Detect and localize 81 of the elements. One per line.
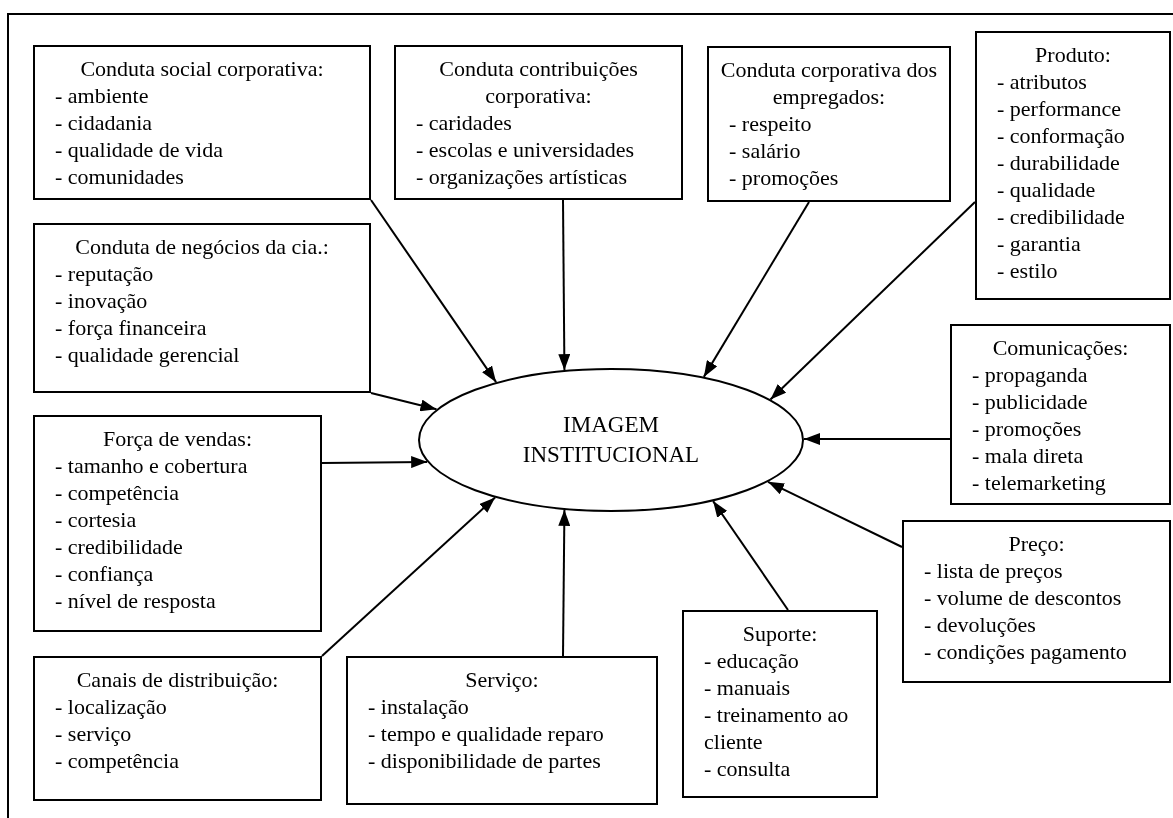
- list-item: - volume de descontos: [924, 584, 1123, 611]
- arrow: [767, 480, 903, 548]
- list-item: - organizações artísticas: [416, 163, 628, 190]
- box-heading: Preço:: [1007, 530, 1066, 557]
- list-item: - disponibilidade de partes: [368, 747, 602, 774]
- list-item: - confiança: [55, 560, 155, 587]
- list-item: - qualidade de vida: [55, 136, 224, 163]
- list-item: - salário: [729, 137, 802, 164]
- list-item: - promoções: [972, 415, 1083, 442]
- list-item: - garantia: [997, 230, 1082, 257]
- list-item: - conformação: [997, 122, 1126, 149]
- box-heading: Força de vendas:: [101, 425, 254, 452]
- category-box: [346, 656, 658, 805]
- list-item: - inovação: [55, 287, 149, 314]
- list-item: - consulta: [704, 755, 792, 782]
- list-item: - publicidade: [972, 388, 1089, 415]
- arrow: [712, 500, 789, 611]
- arrow: [321, 456, 429, 469]
- list-item: - competência: [55, 747, 180, 774]
- list-item: - condições pagamento: [924, 638, 1128, 665]
- list-item: - atributos: [997, 68, 1088, 95]
- list-item: - reputação: [55, 260, 155, 287]
- arrow: [558, 199, 571, 372]
- list-item: - respeito: [729, 110, 813, 137]
- list-item: - tempo e qualidade reparo: [368, 720, 605, 747]
- list-item: - serviço: [55, 720, 133, 747]
- box-heading: Conduta de negócios da cia.:: [74, 233, 330, 260]
- box-heading: Comunicações:: [991, 334, 1130, 361]
- list-item: - força financeira: [55, 314, 208, 341]
- category-box: [950, 324, 1171, 505]
- box-heading: Suporte:: [741, 620, 819, 647]
- list-item: - tamanho e cobertura: [55, 452, 249, 479]
- list-item: - credibilidade: [997, 203, 1126, 230]
- list-item: - estilo: [997, 257, 1059, 284]
- arrow: [558, 508, 571, 657]
- list-item: - escolas e universidades: [416, 136, 636, 163]
- list-item: - promoções: [729, 164, 840, 191]
- list-item: - qualidade gerencial: [55, 341, 241, 368]
- box-heading: Serviço:: [464, 666, 540, 693]
- category-box: [394, 45, 683, 200]
- central-label: IMAGEM INSTITUCIONAL: [521, 411, 701, 469]
- box-heading: Conduta social corporativa:: [79, 55, 325, 82]
- arrow: [702, 201, 810, 378]
- arrow: [321, 496, 497, 657]
- category-box: [33, 223, 371, 393]
- arrow: [370, 199, 498, 384]
- list-item: - caridades: [416, 109, 513, 136]
- list-item: - cidadania: [55, 109, 154, 136]
- list-item: - performance: [997, 95, 1122, 122]
- arrow: [370, 392, 438, 412]
- box-heading: Conduta contribuições corporativa:: [438, 55, 639, 109]
- list-item: - telemarketing: [972, 469, 1107, 496]
- list-item: - treinamento ao cliente: [704, 701, 850, 755]
- box-heading: Produto:: [1034, 41, 1112, 68]
- arrow: [769, 201, 976, 401]
- list-item: - manuais: [704, 674, 792, 701]
- list-item: - devoluções: [924, 611, 1037, 638]
- category-box: [707, 46, 951, 202]
- list-item: - propaganda: [972, 361, 1089, 388]
- category-box: [682, 610, 878, 798]
- box-heading: Conduta corporativa dos empregados:: [719, 56, 939, 110]
- list-item: - mala direta: [972, 442, 1085, 469]
- list-item: - educação: [704, 647, 800, 674]
- list-item: - lista de preços: [924, 557, 1064, 584]
- category-box: [975, 31, 1171, 300]
- list-item: - ambiente: [55, 82, 150, 109]
- list-item: - durabilidade: [997, 149, 1121, 176]
- category-box: [33, 656, 322, 801]
- list-item: - nível de resposta: [55, 587, 217, 614]
- list-item: - cortesia: [55, 506, 138, 533]
- list-item: - localização: [55, 693, 168, 720]
- box-heading: Canais de distribuição:: [75, 666, 280, 693]
- list-item: - instalação: [368, 693, 470, 720]
- list-item: - qualidade: [997, 176, 1097, 203]
- list-item: - comunidades: [55, 163, 185, 190]
- list-item: - credibilidade: [55, 533, 184, 560]
- category-box: [33, 45, 371, 200]
- arrow: [803, 433, 951, 445]
- category-box: [33, 415, 322, 632]
- list-item: - competência: [55, 479, 180, 506]
- category-box: [902, 520, 1171, 683]
